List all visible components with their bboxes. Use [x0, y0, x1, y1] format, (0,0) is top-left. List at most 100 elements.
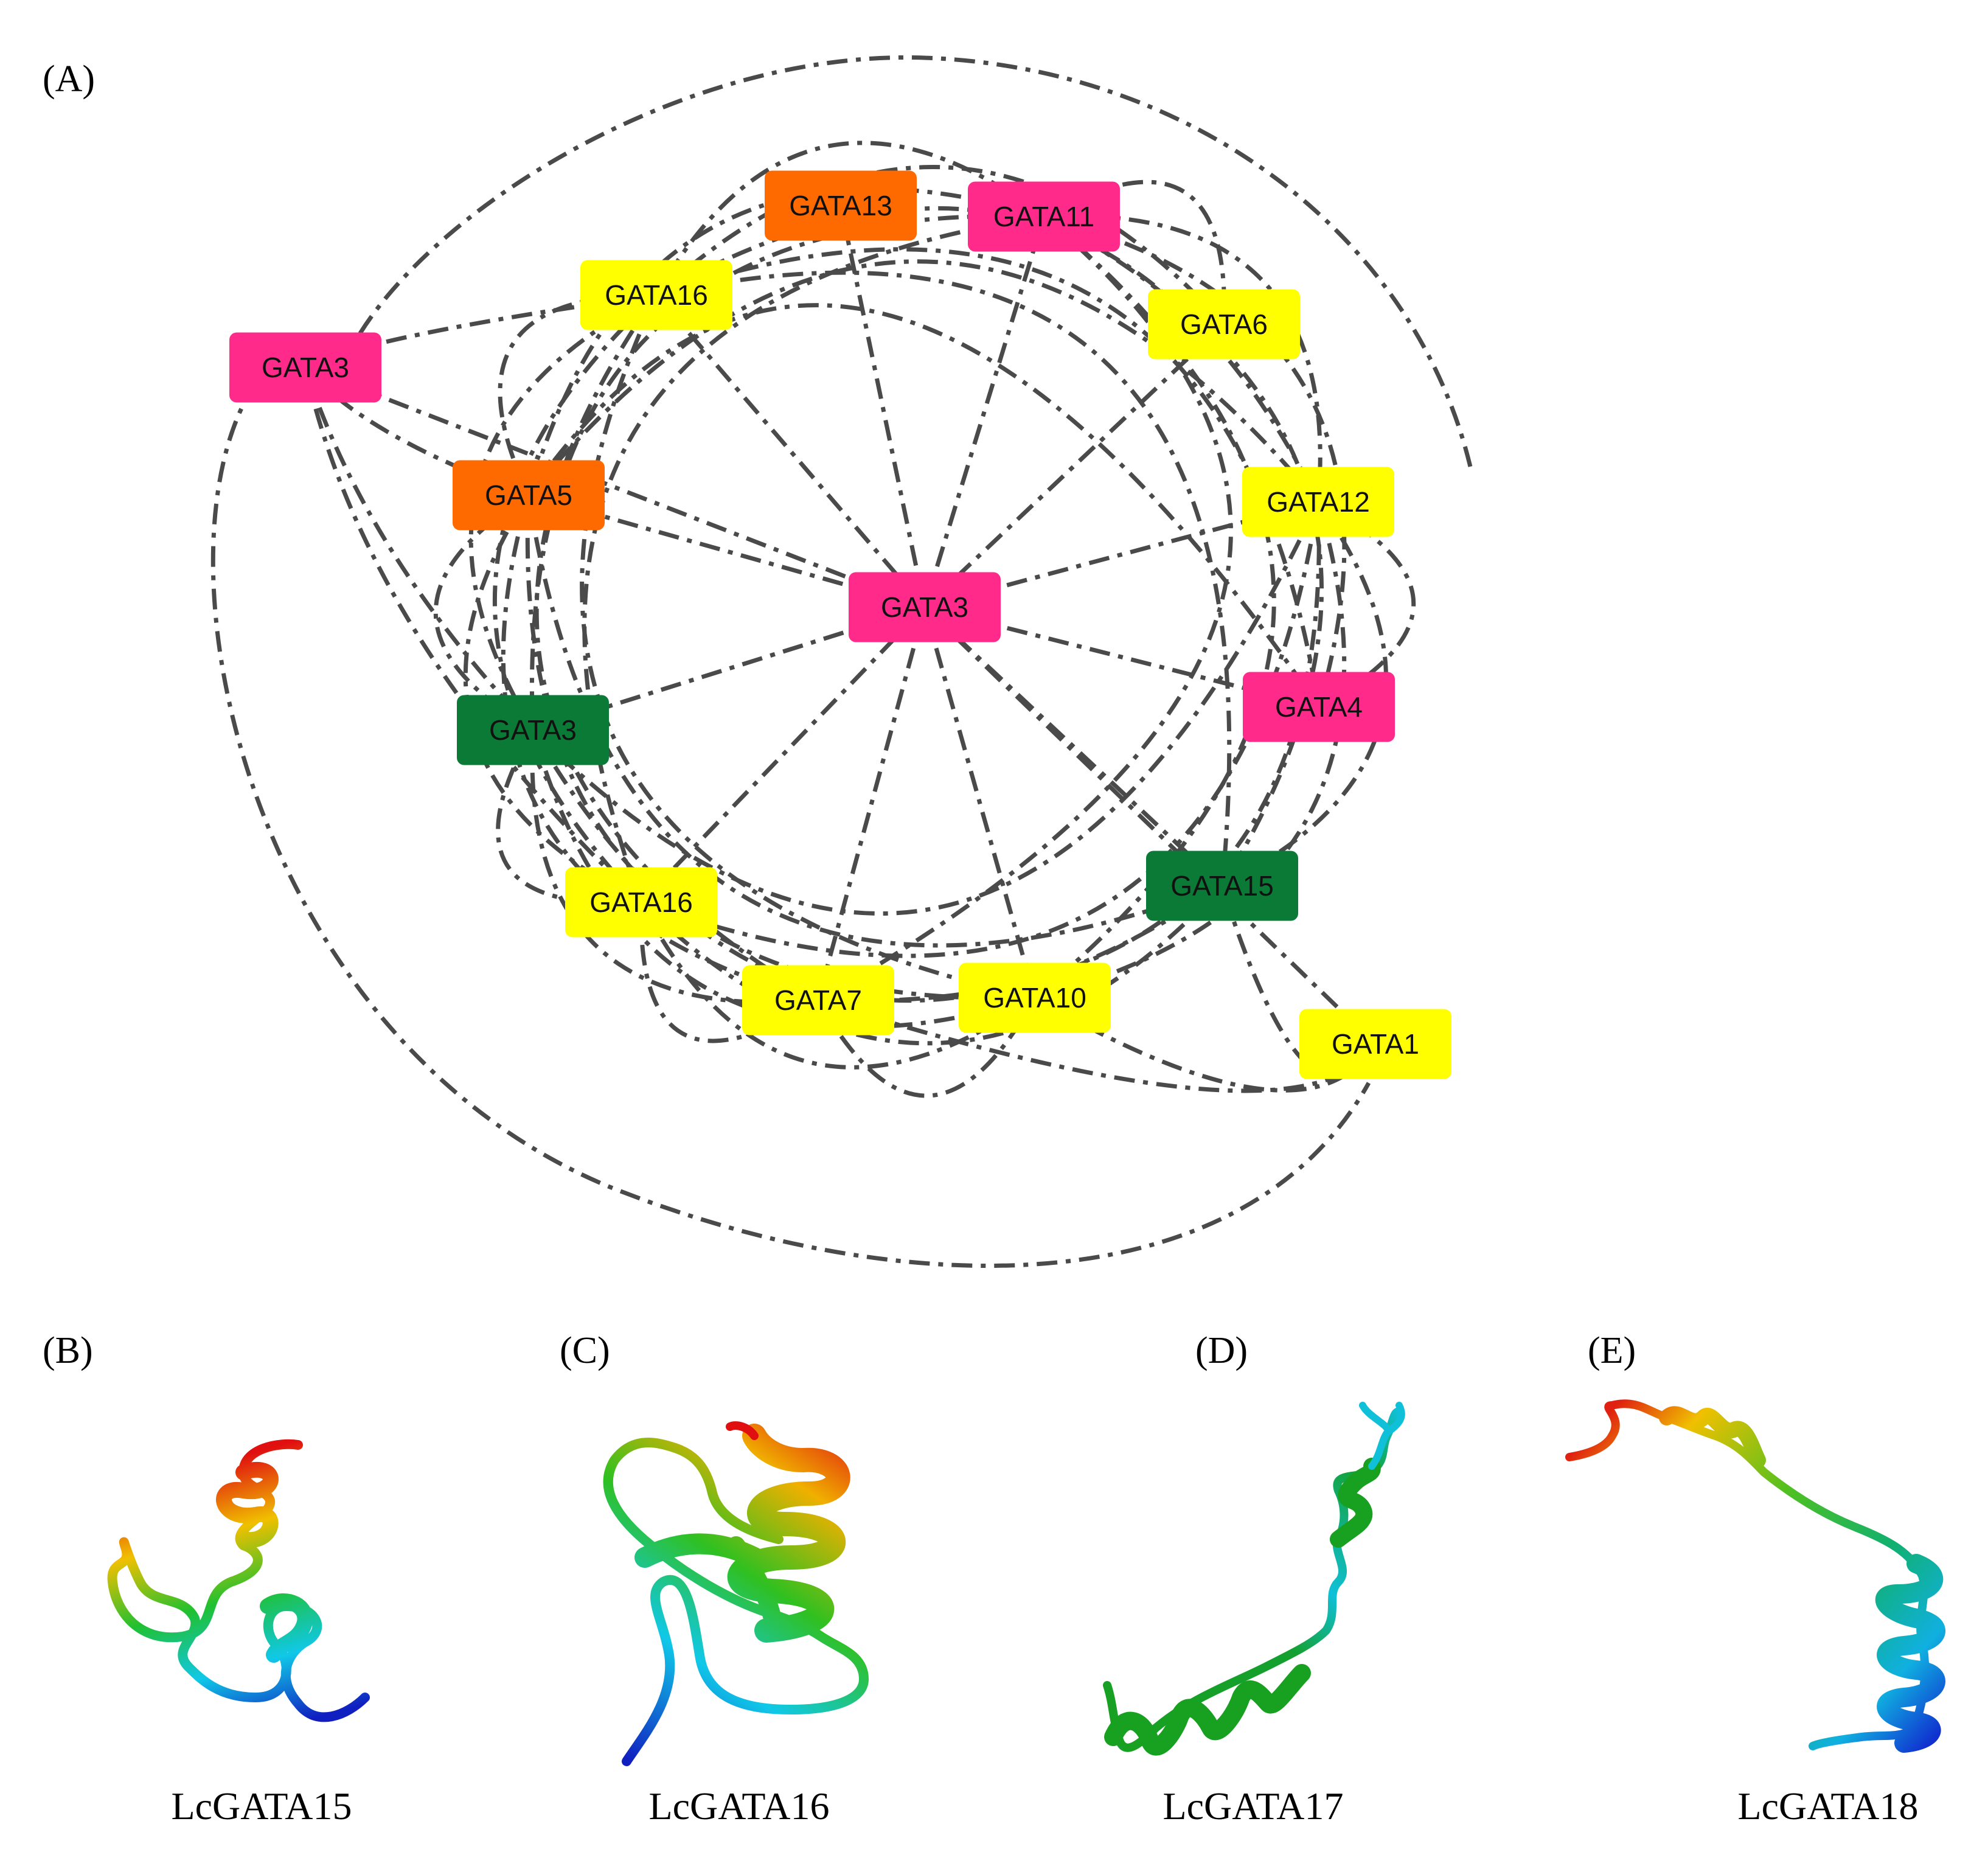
node-box [453, 460, 605, 531]
helix-lcgata15 [216, 1461, 279, 1548]
node-gata16: GATA16 [565, 867, 717, 938]
helix2-lcgata18 [1875, 1554, 1945, 1753]
edge-curve [639, 901, 1036, 1070]
edge-curve [303, 367, 643, 904]
panel-label-a: (A) [43, 58, 95, 100]
edge-spoke [924, 605, 1319, 709]
node-box [1243, 672, 1395, 742]
edge-spoke [304, 365, 926, 610]
structure-lcgata16: LcGATA16 [603, 1421, 869, 1828]
panel-label-b: (B) [43, 1330, 93, 1371]
node-gata13: GATA13 [765, 170, 917, 241]
node-box [1146, 851, 1298, 921]
edge-curve [496, 729, 642, 905]
node-box [1242, 467, 1394, 537]
edge-spoke [923, 322, 1226, 609]
helix-lcgata17 [1104, 1664, 1311, 1756]
edge-curve [530, 729, 1036, 1029]
node-label: GATA10 [983, 982, 1086, 1014]
edge-curve [816, 997, 1037, 1098]
edge-spoke [639, 605, 926, 904]
edge-curve [530, 729, 1223, 1003]
caption-lcgata17: LcGATA17 [1163, 1784, 1343, 1828]
edge-curve [493, 293, 658, 904]
node-gata3: GATA3 [229, 332, 381, 403]
edge-curve [817, 998, 1377, 1093]
node-label: GATA11 [993, 201, 1094, 232]
node-label: GATA6 [1180, 308, 1268, 340]
edge-curve [530, 729, 819, 1005]
edge-curve [1034, 501, 1347, 1000]
edge-curve [526, 186, 1045, 496]
edge-curve [433, 493, 534, 733]
structure-lcgata18: LcGATA18 [1565, 1399, 1945, 1828]
edge-curve [655, 165, 1226, 326]
node-label: GATA13 [789, 190, 892, 221]
node-box [968, 181, 1120, 252]
edge-spoke [816, 607, 927, 1001]
structure-lcgata15: LcGATA15 [107, 1439, 370, 1828]
helix2-lcgata17 [1330, 1458, 1381, 1548]
node-label: GATA1 [1332, 1028, 1419, 1060]
edge-curve [526, 495, 1223, 948]
node-box [959, 962, 1111, 1033]
edge-spoke [838, 205, 927, 608]
edge-spoke [922, 607, 1037, 998]
node-box [229, 332, 381, 403]
helix2-lcgata15 [260, 1593, 313, 1663]
node-gata16: GATA16 [580, 260, 732, 330]
node-box [457, 695, 609, 765]
edge-outer-top [338, 55, 1475, 475]
node-label: GATA12 [1267, 486, 1370, 518]
node-label: GATA16 [589, 886, 693, 918]
edge-curve [654, 141, 1046, 296]
node-gata5: GATA5 [453, 460, 605, 531]
terminal-lcgata17 [1359, 1402, 1405, 1470]
caption-lcgata18: LcGATA18 [1737, 1784, 1918, 1828]
node-label: GATA3 [881, 591, 968, 623]
node-box [765, 170, 917, 241]
edge-spoke [922, 215, 1046, 608]
helix-lcgata16 [727, 1424, 850, 1643]
edge-curve [527, 303, 1321, 708]
edge-curve [817, 215, 1233, 1003]
node-box [565, 867, 717, 938]
node-gata7: GATA7 [742, 965, 894, 1035]
terminal-lcgata16 [726, 1421, 759, 1440]
structure-lcgata17: LcGATA17 [1103, 1402, 1405, 1828]
edge-curve [639, 884, 1224, 1046]
edge-curve [640, 501, 1321, 958]
caption-lcgata15: LcGATA15 [171, 1784, 352, 1828]
edge-spoke [655, 293, 926, 609]
node-gata12: GATA12 [1242, 467, 1394, 537]
node-gata3: GATA3 [457, 695, 609, 765]
edge-curve [582, 214, 1044, 903]
node-label: GATA4 [1275, 691, 1363, 723]
node-gata6: GATA6 [1148, 289, 1300, 360]
panel-label-d: (D) [1195, 1330, 1248, 1371]
node-label: GATA7 [774, 984, 862, 1016]
node-box [1148, 289, 1300, 360]
ribbon-lcgata18 [1565, 1399, 1930, 1750]
node-box [742, 965, 894, 1035]
edge-curve [527, 259, 1320, 504]
node-label: GATA3 [489, 714, 577, 746]
node-box [849, 572, 1001, 642]
panel-label-c: (C) [560, 1330, 610, 1371]
node-gata4: GATA4 [1243, 672, 1395, 742]
edge-outer-loop [210, 382, 1371, 1268]
panel-label-e: (E) [1588, 1330, 1636, 1371]
helix-lcgata18 [1659, 1406, 1766, 1468]
edge-curve [303, 366, 535, 732]
node-box [1299, 1009, 1451, 1079]
node-box [580, 260, 732, 330]
node-label: GATA5 [485, 479, 572, 511]
ribbon-lcgata16 [603, 1438, 869, 1766]
node-gata1: GATA1 [1299, 1009, 1451, 1079]
node-gata15: GATA15 [1146, 851, 1298, 921]
edge-curve [639, 902, 819, 1043]
edge-curve [531, 501, 1321, 916]
node-label: GATA3 [262, 352, 349, 383]
